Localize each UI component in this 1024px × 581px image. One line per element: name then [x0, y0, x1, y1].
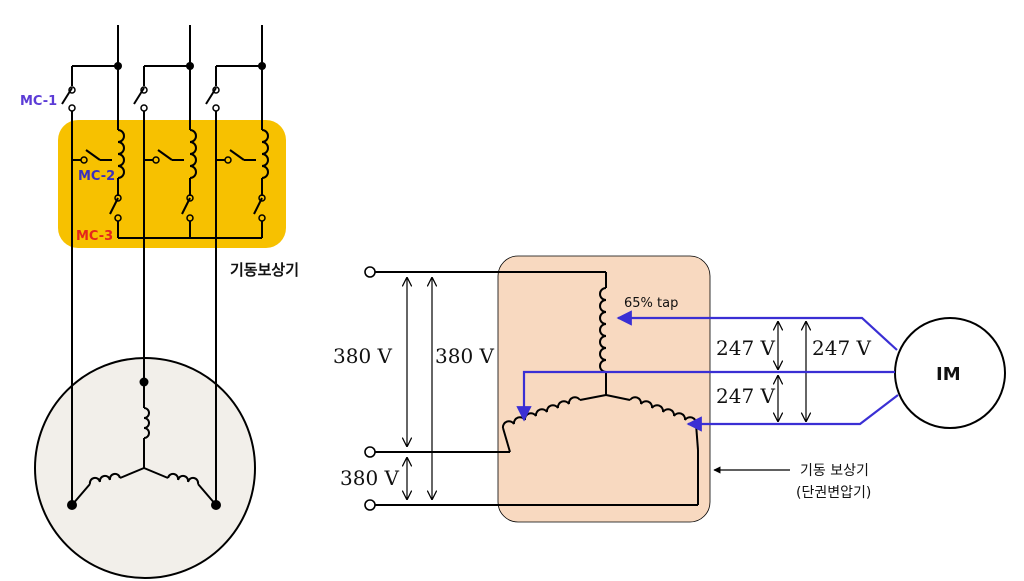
supply-voltage-1: 380 V [333, 344, 393, 368]
motor-voltage-3: 247 V [716, 384, 776, 408]
supply-dimensions [407, 278, 432, 499]
mc1-label: MC-1 [20, 94, 57, 109]
motor-voltage-2: 247 V [812, 336, 872, 360]
left-diagram: MC-1 MC-2 MC-3 기동보상기 [20, 25, 299, 579]
note-line-1: 기동 보상기 [800, 463, 869, 479]
compensator-coils [72, 129, 269, 239]
right-diagram: 380 V 380 V 380 V 65% tap 247 V 247 V 24… [333, 255, 1006, 523]
note-line-2: (단권변압기) [796, 485, 871, 501]
phase-wires [61, 25, 266, 505]
motor-voltage-1: 247 V [716, 336, 776, 360]
compensator-label: 기동보상기 [230, 261, 299, 279]
motor-windings [67, 377, 221, 510]
supply-voltage-3: 380 V [340, 466, 400, 490]
mc2-label: MC-2 [78, 169, 115, 184]
supply-terminals [364, 266, 699, 511]
supply-voltage-2: 380 V [435, 344, 495, 368]
mc3-label: MC-3 [76, 229, 113, 244]
motor-label: IM [936, 364, 961, 385]
tap-label: 65% tap [624, 296, 678, 311]
autotransformer-box [497, 255, 711, 523]
autotransformer-coils [501, 287, 699, 453]
motor-feed-lines [516, 310, 899, 432]
